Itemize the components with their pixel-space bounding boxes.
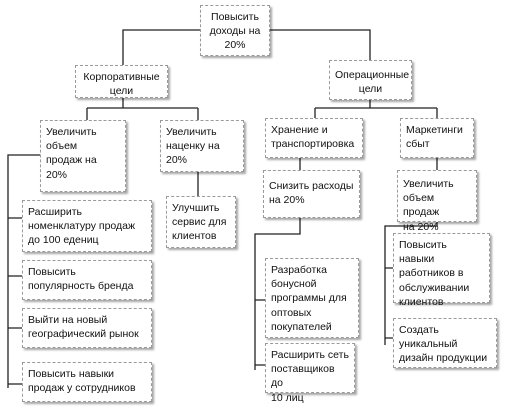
node-sales-skills: Повысить навыки продаж у сотрудников [22, 362, 152, 402]
node-improve-service: Улучшить сервис для клиентов [166, 196, 236, 248]
node-bonus-program: Разработка бонусной программы для оптовы… [265, 258, 359, 338]
node-brand-popularity: Повысить популярность бренда [22, 260, 152, 300]
node-storage-transport: Хранение и транспортировка [265, 118, 363, 158]
node-increase-markup: Увеличить наценку на 20% [160, 120, 244, 172]
node-increase-sales-volume-2: Увеличить объем продаж на 20% [397, 170, 477, 233]
node-unique-design: Создать уникальный дизайн продукции [393, 318, 497, 368]
node-operational-goals: Операционные цели [329, 60, 412, 100]
connector-sales2-branch [384, 222, 438, 345]
connector-operational-children [314, 100, 438, 118]
node-marketing-sales: Маркетинги сбыт [400, 118, 474, 158]
node-staff-skills: Повысить навыки работников в обслуживани… [393, 233, 490, 308]
node-cut-costs: Снизить расходы на 20% [263, 170, 360, 218]
node-increase-sales-volume: Увеличить объем продаж на 20% [40, 120, 126, 192]
connector-root-corporate [122, 29, 200, 65]
connector-root-operational [270, 29, 371, 60]
node-expand-assortment: Расширить номенклатуру продаж до 100 еде… [22, 200, 152, 252]
node-expand-suppliers: Расширить сеть поставщиков до 10 лиц [265, 343, 355, 404]
connector-sales-branch [7, 154, 40, 388]
node-root: Повысить доходы на 20% [200, 5, 270, 56]
connector-costs-branch [254, 218, 301, 370]
node-new-geo-market: Выйти на новый географический рынок [22, 308, 152, 348]
node-corporate-goals: Корпоративные цели [75, 65, 168, 98]
connector-corporate-children [86, 98, 199, 120]
